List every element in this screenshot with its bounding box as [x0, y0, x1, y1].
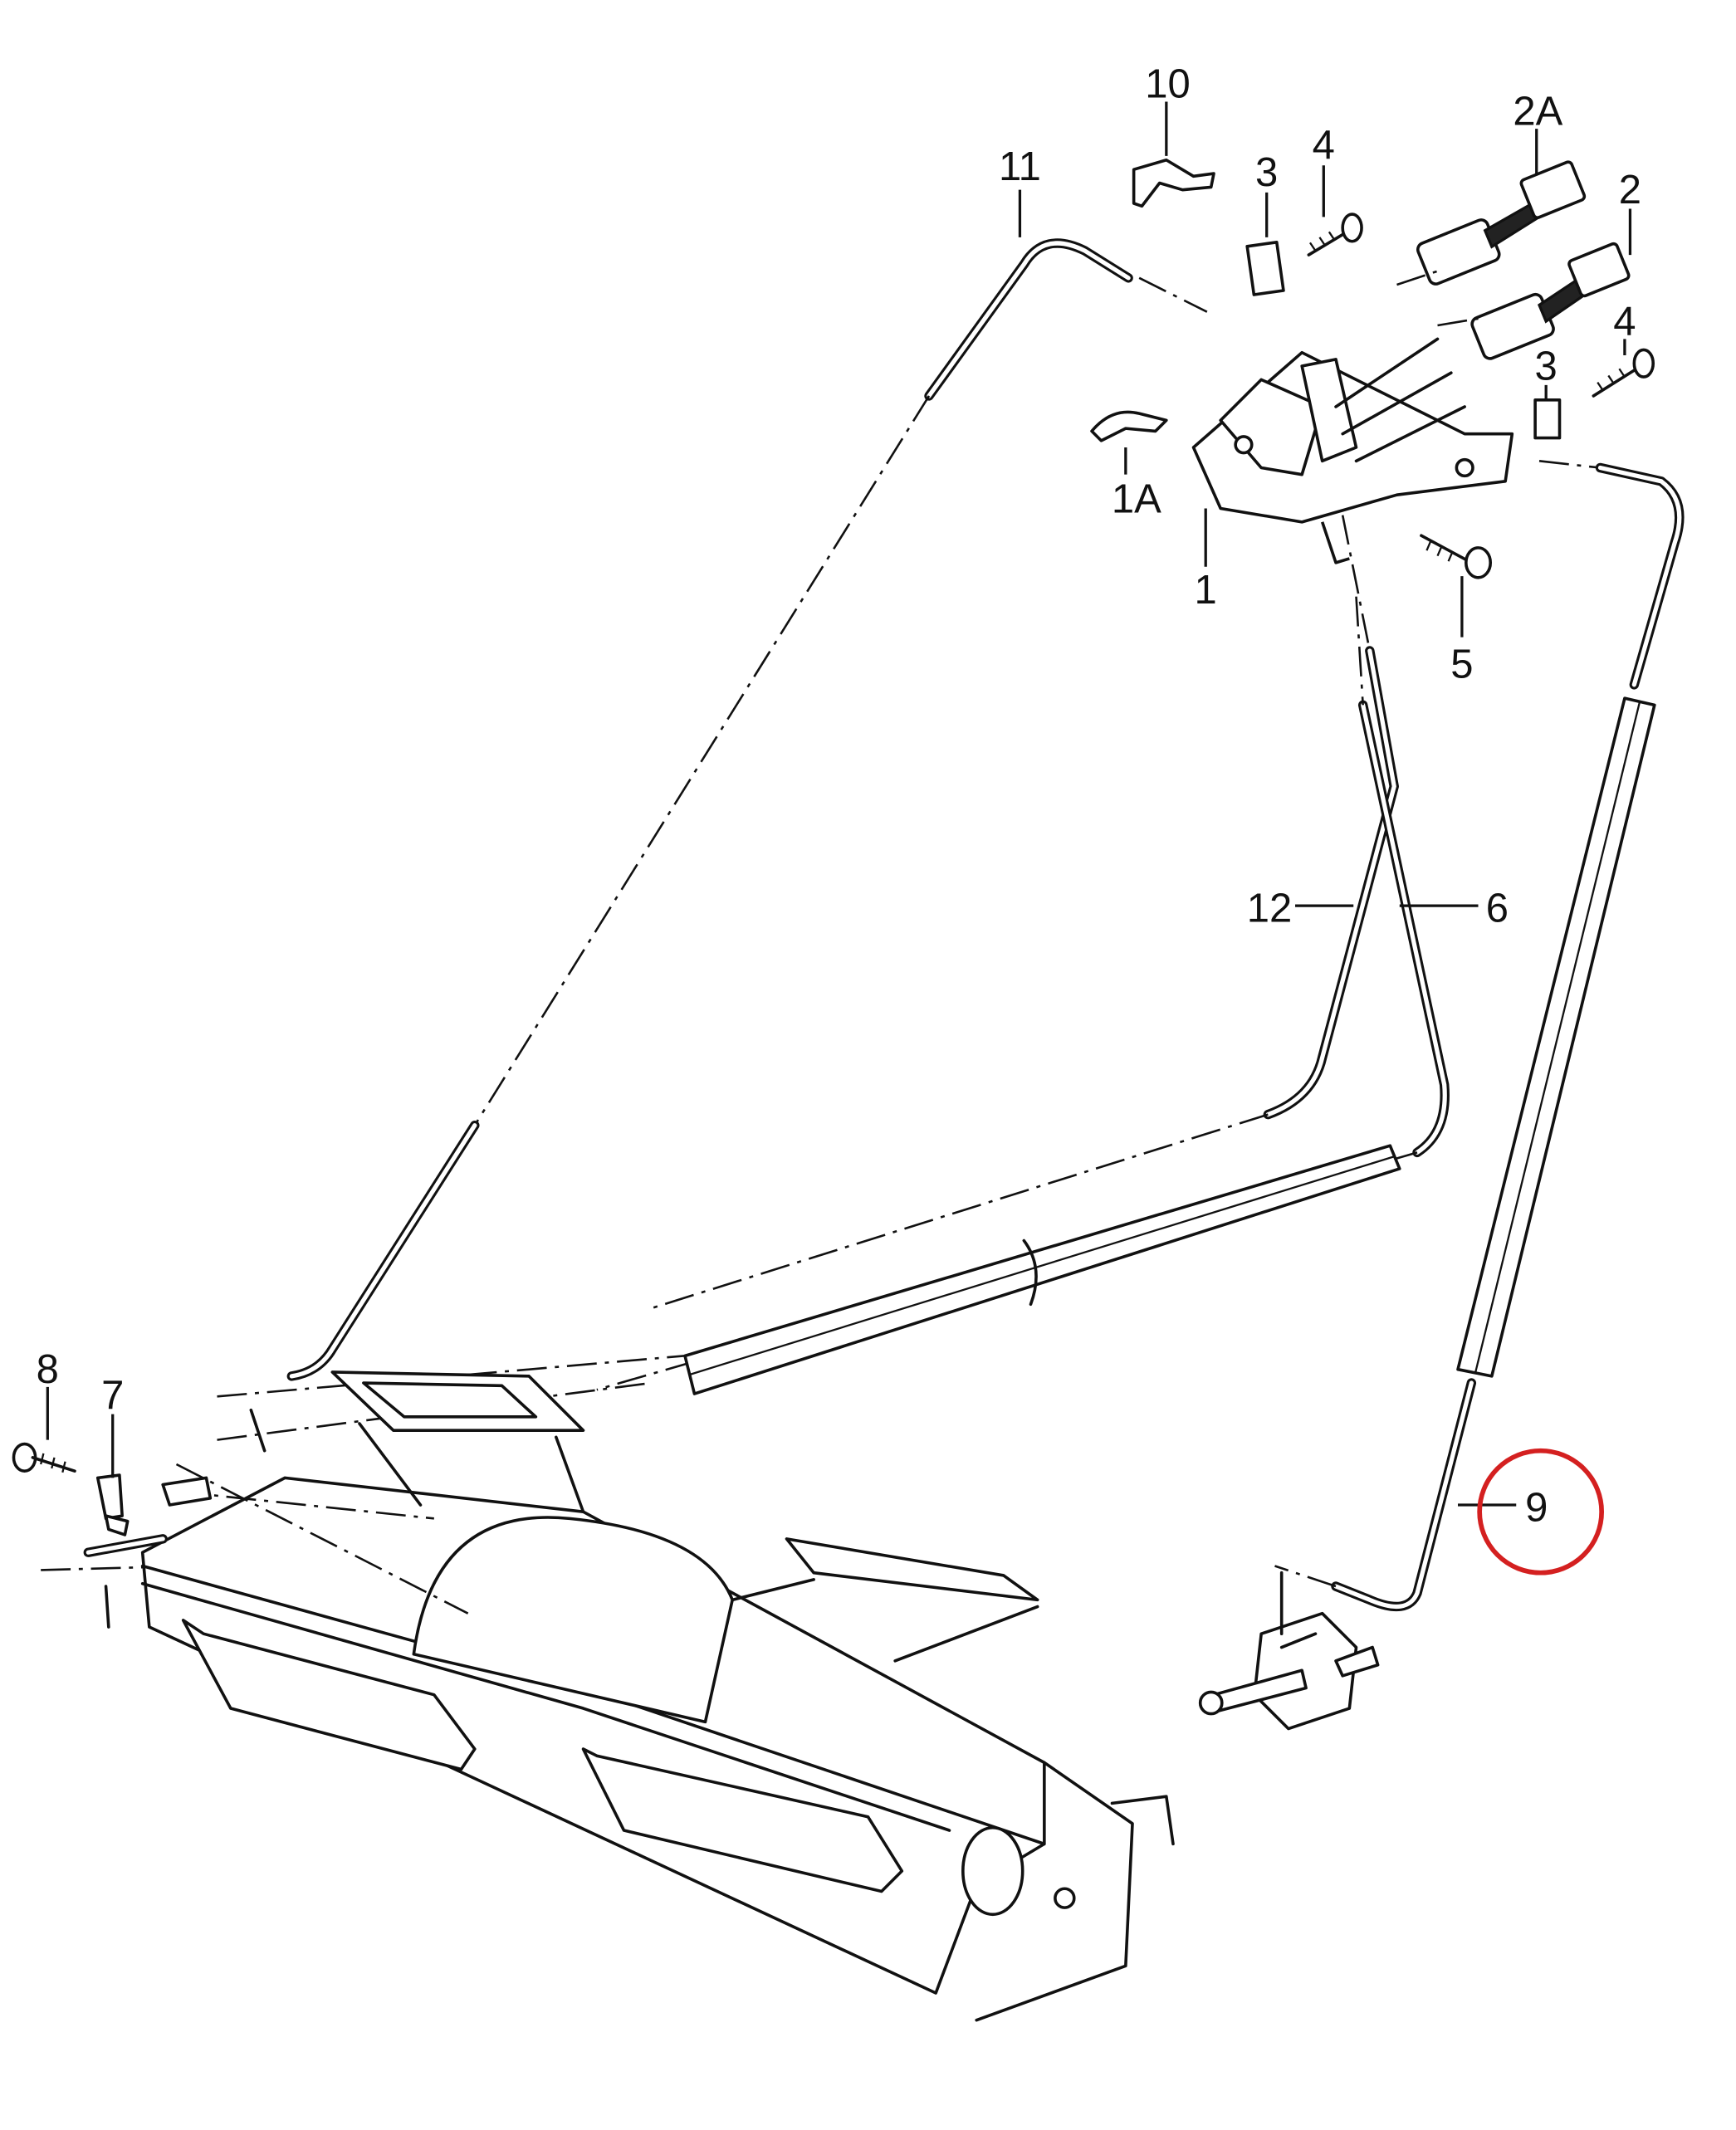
label-9: 9: [1525, 1486, 1548, 1531]
nut-3-right: [1533, 398, 1562, 440]
leader-lines: [46, 101, 1632, 1507]
cable-11: [286, 238, 1208, 1381]
label-2: 2: [1619, 168, 1641, 213]
cable-9: [1274, 460, 1685, 1612]
label-7: 7: [101, 1373, 124, 1418]
clip-7: [95, 1473, 130, 1536]
label-10: 10: [1145, 62, 1191, 107]
label-1A: 1A: [1112, 476, 1161, 521]
label-1: 1: [1195, 568, 1217, 613]
label-4-right: 4: [1613, 299, 1636, 344]
label-4-top: 4: [1313, 123, 1335, 168]
screw-4-top: [1307, 213, 1363, 256]
screw-4-right: [1592, 348, 1655, 398]
screw-5: [1420, 534, 1493, 579]
screw-8: [12, 1442, 76, 1473]
clip-10: [1132, 158, 1215, 208]
bracket-1: [1191, 337, 1514, 564]
buckle-2A: [1416, 160, 1587, 286]
label-8: 8: [37, 1347, 59, 1392]
buckle-2: [1470, 242, 1631, 360]
label-12: 12: [1247, 887, 1293, 931]
cable-12: [650, 515, 1399, 1310]
rail-right: [1456, 696, 1656, 1378]
rail-middle: [683, 1144, 1401, 1395]
label-6: 6: [1486, 887, 1509, 931]
label-3-right: 3: [1535, 344, 1558, 388]
highlight-circle-9: [1477, 1448, 1605, 1576]
label-5: 5: [1450, 642, 1473, 687]
connector: [1198, 1571, 1380, 1731]
heater-box: [83, 1370, 1175, 2022]
clip-1A: [1090, 410, 1168, 442]
nut-3-top: [1245, 240, 1285, 296]
label-3-top: 3: [1255, 150, 1278, 195]
label-2A: 2A: [1513, 89, 1562, 134]
label-11: 11: [999, 144, 1041, 189]
